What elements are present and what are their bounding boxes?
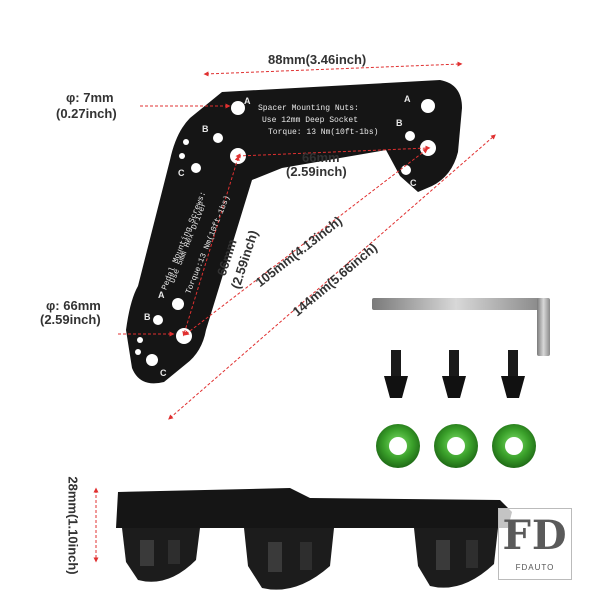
label-top-hole-inch: (0.27inch) bbox=[56, 106, 117, 121]
screw bbox=[442, 350, 466, 398]
hole-label-b: B bbox=[396, 118, 403, 128]
dim-top-width bbox=[203, 61, 463, 77]
label-left-hole-mm: φ: 66mm bbox=[46, 298, 101, 313]
hole-label-b: B bbox=[202, 124, 209, 134]
hole-c-left bbox=[191, 163, 201, 173]
washer bbox=[492, 424, 536, 468]
hole-a-bottom bbox=[172, 298, 184, 310]
screw bbox=[501, 350, 525, 398]
screw bbox=[384, 350, 408, 398]
washer bbox=[434, 424, 478, 468]
engraved-nut-torque: Torque: 13 Nm(10ft-1bs) bbox=[268, 128, 379, 137]
hole-label-a: A bbox=[158, 290, 165, 300]
label-top-width: 88mm(3.46inch) bbox=[268, 52, 367, 67]
brand-logo-name: FDAUTO bbox=[515, 563, 555, 572]
label-horizontal-mm: 66mm bbox=[302, 150, 340, 165]
screws bbox=[384, 350, 525, 398]
washers bbox=[376, 424, 536, 468]
engraved-nut-socket: Use 12mm Deep Socket bbox=[262, 116, 359, 125]
engraved-nut-title: Spacer Mounting Nuts: bbox=[258, 104, 359, 113]
hole-label-c: C bbox=[160, 368, 167, 378]
hole-label-b: B bbox=[144, 312, 151, 322]
hole-label-c: C bbox=[410, 178, 417, 188]
label-horizontal-inch: (2.59inch) bbox=[286, 164, 347, 179]
hole-a-top-left bbox=[231, 101, 245, 115]
hole-label-a: A bbox=[244, 96, 251, 106]
hole-label-a: A bbox=[404, 94, 411, 104]
hole-b-bottom bbox=[153, 315, 163, 325]
hole-b-top-left bbox=[213, 133, 223, 143]
hole-label-c: C bbox=[178, 168, 185, 178]
label-height: 28mm(1.10inch) bbox=[65, 476, 81, 575]
hole-a-top-right bbox=[421, 99, 435, 113]
dim-diagonal-outer bbox=[168, 134, 496, 420]
label-left-hole-inch: (2.59inch) bbox=[40, 312, 101, 327]
label-top-hole-mm: φ: 7mm bbox=[66, 90, 114, 105]
hole-c-bottom bbox=[146, 354, 158, 366]
hole-center-bottom bbox=[176, 328, 192, 344]
brand-logo-mark: FD bbox=[502, 512, 568, 559]
side-view-spacer bbox=[116, 488, 512, 590]
hole-b-top-right bbox=[405, 131, 415, 141]
hole-c-right bbox=[401, 165, 411, 175]
washer bbox=[376, 424, 420, 468]
dimension-lines bbox=[93, 61, 496, 563]
hex-key bbox=[372, 298, 550, 356]
brand-logo: FD FDAUTO bbox=[498, 508, 572, 580]
